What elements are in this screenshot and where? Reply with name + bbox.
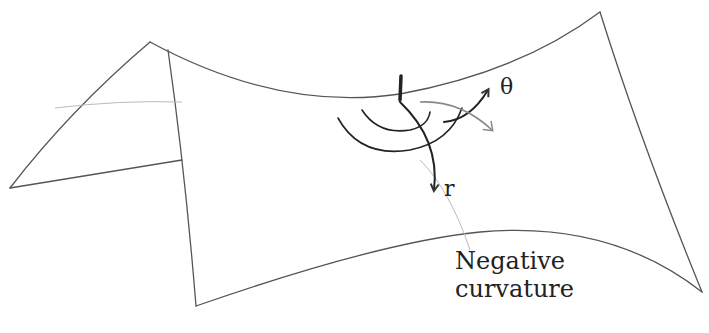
curvature-note: Negative curvature — [455, 248, 685, 303]
radius-label: r — [444, 176, 455, 201]
angle-label: θ — [500, 74, 513, 99]
